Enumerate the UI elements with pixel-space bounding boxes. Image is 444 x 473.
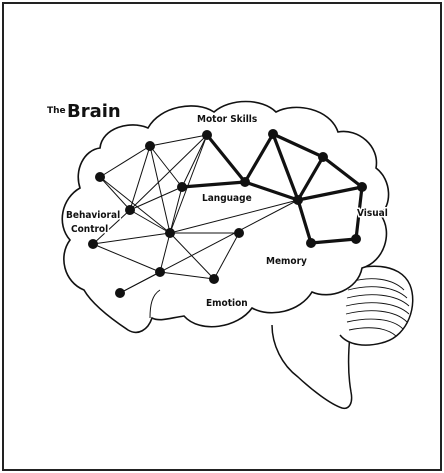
node (177, 182, 187, 192)
node (357, 182, 367, 192)
node (202, 130, 212, 140)
node (88, 239, 98, 249)
label-control: Control (71, 224, 108, 235)
node (165, 228, 175, 238)
node (95, 172, 105, 182)
node (234, 228, 244, 238)
label-language: Language (202, 193, 252, 204)
label-behavioral: Behavioral (66, 210, 120, 221)
node (155, 267, 165, 277)
node (145, 141, 155, 151)
node (209, 274, 219, 284)
node (268, 129, 278, 139)
label-motor-skills: Motor Skills (197, 114, 257, 125)
node (240, 177, 250, 187)
node (293, 195, 303, 205)
title-main: Brain (67, 101, 121, 122)
node (125, 205, 135, 215)
title-prefix: The (47, 106, 66, 116)
node (306, 238, 316, 248)
node (318, 152, 328, 162)
label-visual: Visual (357, 208, 388, 219)
node (115, 288, 125, 298)
node (351, 234, 361, 244)
label-memory: Memory (266, 256, 307, 267)
label-emotion: Emotion (206, 298, 248, 309)
